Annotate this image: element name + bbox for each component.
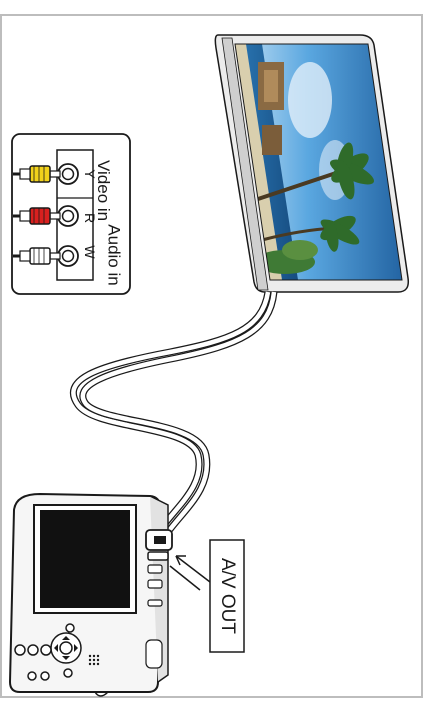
tv-monitor: [215, 35, 410, 292]
jack-group: [13, 164, 78, 266]
jack-letter-w: W: [82, 245, 98, 259]
rca-plug-w: [30, 248, 50, 264]
rca-plug-y: [30, 166, 50, 182]
camera: [10, 494, 172, 696]
camera-speaker: [89, 655, 99, 665]
camera-dpad: [51, 633, 81, 663]
jack-letter-r: R: [82, 211, 98, 225]
audio-in-label: Audio in: [104, 224, 124, 285]
rca-plug-r: [30, 208, 50, 224]
jack-letter-y: Y: [82, 167, 98, 181]
av-plug: [146, 530, 172, 560]
av-out-arrow: [170, 556, 210, 590]
av-out-label: A/V OUT: [215, 551, 239, 641]
